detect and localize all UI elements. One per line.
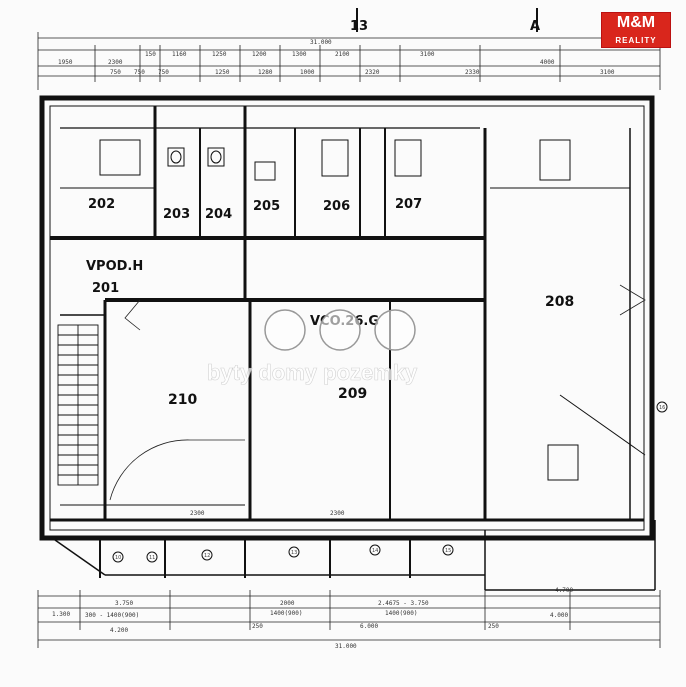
svg-text:14: 14 bbox=[372, 548, 378, 554]
svg-text:10: 10 bbox=[115, 555, 121, 561]
dim-bottom-9: 4.000 bbox=[550, 612, 568, 619]
logo-brand: M&M bbox=[616, 14, 656, 31]
svg-text:12: 12 bbox=[204, 553, 210, 559]
door-swings bbox=[109, 284, 646, 501]
dim-bottom-5: 4.700 bbox=[555, 587, 573, 594]
dim-top-8: 2100 bbox=[335, 51, 350, 58]
svg-text:13: 13 bbox=[291, 550, 297, 556]
grid-marker-10: 10 bbox=[112, 551, 124, 563]
interior-walls bbox=[50, 106, 646, 522]
room-210-label: 210 bbox=[168, 392, 197, 408]
logo-sub: REALITY bbox=[615, 36, 657, 45]
dim-top-9: 3100 bbox=[420, 51, 435, 58]
dim-inner-2: 2300 bbox=[330, 510, 345, 517]
dim-bottom-2: 3.750 bbox=[115, 600, 133, 607]
room-203-label: 203 bbox=[163, 207, 190, 222]
svg-text:16: 16 bbox=[659, 405, 665, 411]
dim-bottom-13: 250 bbox=[488, 623, 499, 630]
room-208-label: 208 bbox=[545, 294, 574, 310]
grid-marker-14: 14 bbox=[369, 544, 381, 556]
room-209-label: 209 bbox=[338, 386, 367, 402]
dim-top2-7: 2320 bbox=[365, 69, 380, 76]
dim-inner-1: 2300 bbox=[190, 510, 205, 517]
dim-bottom-4: 2.4675 - 3.750 bbox=[378, 600, 429, 607]
dim-bottom-6: 300 - 1400(900) bbox=[85, 612, 139, 619]
dim-bottom-11: 250 bbox=[252, 623, 263, 630]
label-vpodh: VPOD.H bbox=[86, 259, 143, 274]
room-202-label: 202 bbox=[88, 197, 115, 212]
room-labels: 202 203 204 205 206 207 201 208 209 210 … bbox=[86, 197, 574, 408]
top-dim-values: 1950 2300 150 1160 1250 1200 1300 2100 3… bbox=[58, 51, 615, 76]
dim-bottom-1: 1.300 bbox=[52, 611, 70, 618]
mm-reality-logo: M&M REALITY bbox=[601, 12, 671, 48]
dim-top2-8: 2330 bbox=[465, 69, 480, 76]
dim-bottom-7: 1400(900) bbox=[270, 610, 303, 617]
grid-marker-16: 16 bbox=[656, 401, 668, 413]
dim-bottom-3: 2000 bbox=[280, 600, 295, 607]
south-facade-columns bbox=[54, 520, 656, 591]
staircase bbox=[57, 324, 99, 486]
dim-top-10: 4000 bbox=[540, 59, 555, 66]
svg-text:11: 11 bbox=[149, 555, 155, 561]
dim-top-4: 1160 bbox=[172, 51, 187, 58]
overall-width-bottom: 31.000 bbox=[335, 643, 357, 650]
grid-marker-13: 13 bbox=[288, 546, 300, 558]
section-marker-right: A bbox=[530, 8, 540, 34]
dim-top-3: 150 bbox=[145, 51, 156, 58]
dim-bottom-12: 6.000 bbox=[360, 623, 378, 630]
section-marker-left-label: 13 bbox=[350, 19, 368, 34]
bottom-dimension-chain bbox=[37, 590, 661, 648]
section-marker-right-label: A bbox=[530, 19, 540, 34]
svg-text:15: 15 bbox=[445, 548, 451, 554]
top-dim-values-row2: 750 750 750 1250 1280 1000 2320 2330 bbox=[110, 69, 480, 76]
outer-walls bbox=[39, 95, 655, 541]
dim-bottom-10: 4.200 bbox=[110, 627, 128, 634]
dim-top2-6: 1000 bbox=[300, 69, 315, 76]
dim-top-2: 2300 bbox=[108, 59, 123, 66]
room-206-label: 206 bbox=[323, 199, 350, 214]
watermark: byty domy pozemky bbox=[207, 309, 418, 385]
dim-top-11: 3100 bbox=[600, 69, 615, 76]
room-204-label: 204 bbox=[205, 207, 232, 222]
dim-top2-1: 750 bbox=[110, 69, 121, 76]
grid-marker-12: 12 bbox=[201, 549, 213, 561]
dim-top-1: 1950 bbox=[58, 59, 73, 66]
grid-marker-circles: 10 11 12 13 14 15 16 bbox=[112, 401, 668, 563]
dim-top-5: 1250 bbox=[212, 51, 227, 58]
dim-top2-2: 750 bbox=[134, 69, 145, 76]
dim-top2-4: 1250 bbox=[215, 69, 230, 76]
sanitary-fixtures bbox=[99, 139, 579, 481]
dim-bottom-8: 1400(900) bbox=[385, 610, 418, 617]
watermark-text: byty domy pozemky bbox=[207, 360, 418, 385]
dim-top2-3: 750 bbox=[158, 69, 169, 76]
room-201-label: 201 bbox=[92, 281, 119, 296]
dim-top2-5: 1280 bbox=[258, 69, 273, 76]
top-dimension-chain bbox=[37, 32, 661, 90]
room-205-label: 205 bbox=[253, 199, 280, 214]
dim-top-7: 1300 bbox=[292, 51, 307, 58]
dim-top-6: 1200 bbox=[252, 51, 267, 58]
section-marker-left: 13 bbox=[350, 8, 368, 34]
room-207-label: 207 bbox=[395, 197, 422, 212]
grid-marker-15: 15 bbox=[442, 544, 454, 556]
overall-width-top: 31.000 bbox=[310, 39, 332, 46]
grid-marker-11: 11 bbox=[146, 551, 158, 563]
bottom-dim-values: 1.300 3.750 2000 2.4675 - 3.750 4.700 30… bbox=[52, 510, 573, 650]
